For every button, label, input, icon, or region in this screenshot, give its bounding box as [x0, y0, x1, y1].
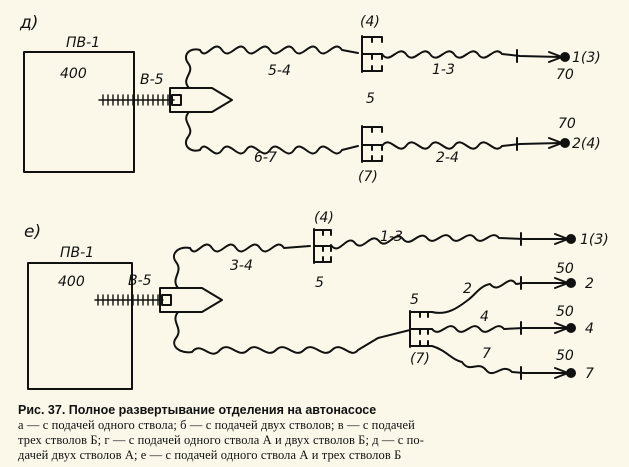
panel-label-d: д)	[19, 13, 38, 33]
pump-d-name: ПВ-1	[66, 35, 100, 51]
nozzle-e-4-dot	[566, 323, 576, 333]
branching-d-upper-number: (4)	[360, 14, 380, 30]
splitter-e-bottom-number: (7)	[410, 351, 430, 367]
panel-label-e: е)	[24, 222, 41, 242]
splitter-e	[409, 310, 433, 348]
hose-e-line-2-label: 2	[463, 281, 472, 297]
branch-e-body	[159, 287, 223, 313]
pump-e-value: 400	[58, 274, 85, 290]
branching-d-lower	[361, 125, 383, 163]
pump-d-box	[23, 51, 135, 173]
hose-e-upper-left-label: 3-4	[230, 258, 253, 274]
branch-e-inner	[161, 294, 172, 306]
nozzle-e-2-flow: 50	[556, 261, 574, 277]
pump-d-value: 400	[60, 66, 87, 82]
figure-caption: Рис. 37. Полное развертывание отделения …	[18, 402, 618, 463]
hose-d-lower-right-label: 2-4	[436, 150, 459, 166]
hose-e-lower-left	[173, 311, 411, 355]
branching-e-upper	[313, 228, 332, 264]
nozzle-e-7-dot	[566, 368, 576, 378]
suction-d-ticks	[102, 94, 169, 106]
nozzle-e-upper-label: 1(3)	[580, 232, 609, 248]
hose-d-lower-left-label: 6-7	[254, 150, 277, 166]
caption-line-3: дачей двух стволов А; е — с подачей одно…	[18, 448, 402, 462]
nozzle-e-upper-dot	[566, 234, 576, 244]
hose-e-line-2	[431, 279, 567, 314]
branching-e-lower-number: 5	[315, 275, 324, 291]
hose-e-line-7-label: 7	[482, 346, 491, 362]
branching-e-upper-number: (4)	[314, 210, 334, 226]
nozzle-e-4-flow: 50	[556, 304, 574, 320]
hose-d-lower-left	[184, 111, 359, 155]
branch-e-label: В-5	[128, 273, 152, 289]
nozzle-d-lower-flow: 70	[558, 116, 576, 132]
hose-e-upper-right	[330, 234, 567, 250]
hose-d-upper-right	[381, 50, 561, 59]
hose-e-line-4	[431, 325, 567, 333]
suction-e-ticks	[97, 294, 159, 306]
nozzle-d-lower-dot	[560, 138, 570, 148]
nozzle-d-upper-flow: 70	[556, 67, 574, 83]
caption-line-2: трех стволов Б; г — с подачей одного ств…	[18, 433, 425, 447]
nozzle-e-7-flow: 50	[556, 348, 574, 364]
caption-line-1: а — с подачей одного ствола; б — с подач…	[18, 418, 415, 432]
hose-d-upper-left-label: 5-4	[268, 63, 291, 79]
branching-d-upper	[361, 35, 383, 73]
hose-d-upper-left	[184, 45, 359, 89]
nozzle-d-upper-label: 1(3)	[572, 50, 601, 66]
nozzle-e-2-dot	[566, 278, 576, 288]
hose-d-lower-right	[381, 141, 561, 150]
nozzle-e-7-label: 7	[585, 366, 594, 382]
branch-d-body	[169, 87, 233, 113]
splitter-e-top-number: 5	[410, 292, 419, 308]
pump-e-box	[27, 262, 133, 390]
hose-e-line-7	[431, 345, 567, 375]
branch-d-inner	[171, 94, 182, 106]
nozzle-e-2-label: 2	[585, 276, 594, 292]
branch-d-label: В-5	[140, 72, 164, 88]
caption-title: Рис. 37. Полное развертывание отделения …	[18, 403, 377, 417]
hose-layout-diagram: д) ПВ-1 400 В-5 5-4 (4) 1-3 70 1(3) 5 6-…	[19, 13, 609, 390]
nozzle-d-lower-label: 2(4)	[572, 136, 601, 152]
hose-e-upper-left	[172, 243, 311, 289]
hose-e-upper-right-label: 1-3	[380, 229, 403, 245]
pump-e-name: ПВ-1	[60, 245, 94, 261]
hose-e-line-4-label: 4	[480, 309, 489, 325]
center-d-number: 5	[366, 91, 375, 107]
branching-d-lower-number: (7)	[358, 169, 378, 185]
nozzle-d-upper-dot	[560, 52, 570, 62]
hose-d-upper-right-label: 1-3	[432, 62, 455, 78]
nozzle-e-4-label: 4	[585, 321, 594, 337]
